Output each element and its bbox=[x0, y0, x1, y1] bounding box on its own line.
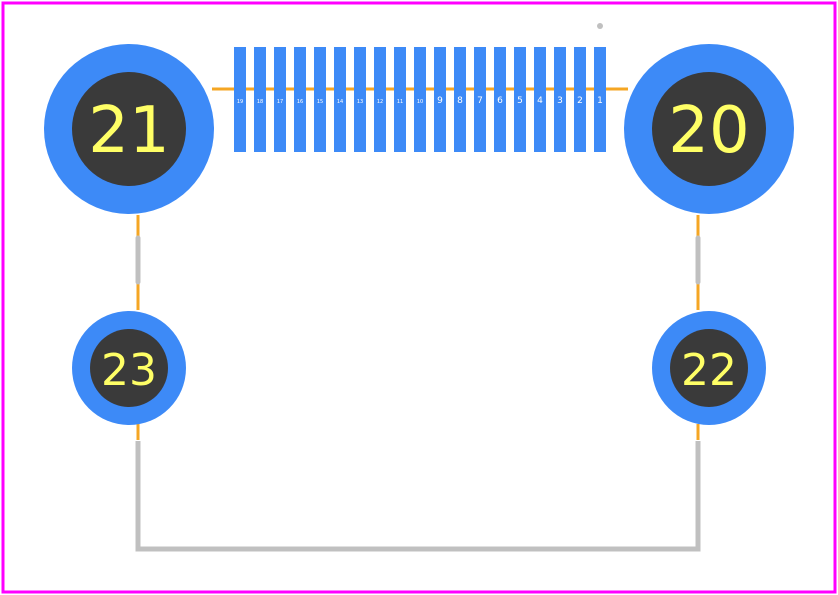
silkscreen-lines bbox=[135, 23, 701, 552]
fpc-pin-label-14: 14 bbox=[337, 99, 343, 105]
fpc-pin-label-16: 16 bbox=[297, 99, 303, 105]
fpc-pin-label-2: 2 bbox=[577, 96, 583, 106]
fpc-pin-3 bbox=[554, 47, 566, 152]
fpc-pin-label-1: 1 bbox=[597, 96, 603, 106]
mounting-pad-22: 22 bbox=[652, 311, 766, 425]
fpc-pin-label-3: 3 bbox=[557, 96, 563, 106]
fpc-pin-label-4: 4 bbox=[537, 96, 543, 106]
pad-21-label: 21 bbox=[88, 94, 169, 168]
fpc-pin-label-8: 8 bbox=[457, 96, 463, 106]
fpc-pin-label-12: 12 bbox=[377, 99, 383, 105]
fpc-pin-label-6: 6 bbox=[497, 96, 503, 106]
fpc-pin-10 bbox=[414, 47, 426, 152]
fpc-pin-17 bbox=[274, 47, 286, 152]
fpc-pin-label-17: 17 bbox=[277, 99, 283, 105]
fpc-pin-7 bbox=[474, 47, 486, 152]
fpc-pin-label-5: 5 bbox=[517, 96, 523, 106]
fpc-pin-4 bbox=[534, 47, 546, 152]
fpc-pin-label-10: 10 bbox=[417, 99, 423, 105]
pin1-marker bbox=[597, 23, 603, 29]
fpc-pin-12 bbox=[374, 47, 386, 152]
fpc-pin-label-18: 18 bbox=[257, 99, 263, 105]
fpc-pin-label-9: 9 bbox=[437, 96, 443, 106]
fpc-pin-18 bbox=[254, 47, 266, 152]
fpc-pin-label-15: 15 bbox=[317, 99, 323, 105]
pad-23-label: 23 bbox=[101, 345, 157, 396]
fpc-pin-15 bbox=[314, 47, 326, 152]
pad-20-label: 20 bbox=[668, 94, 749, 168]
fpc-pin-label-11: 11 bbox=[397, 99, 403, 105]
pad-22-label: 22 bbox=[681, 345, 737, 396]
fpc-pin-19 bbox=[234, 47, 246, 152]
pad-23-drill bbox=[90, 329, 168, 407]
fpc-pin-label-13: 13 bbox=[357, 99, 363, 105]
fpc-pin-label-19: 19 bbox=[237, 99, 243, 105]
mounting-pad-20: 20 bbox=[624, 44, 794, 214]
fpc-pin-14 bbox=[334, 47, 346, 152]
fpc-pin-6 bbox=[494, 47, 506, 152]
mounting-pad-21: 21 bbox=[44, 44, 214, 214]
silkscreen-bottom-outline bbox=[135, 441, 701, 552]
fpc-pin-8 bbox=[454, 47, 466, 152]
fpc-pin-5 bbox=[514, 47, 526, 152]
pad-20-drill bbox=[652, 72, 766, 186]
fpc-pin-16 bbox=[294, 47, 306, 152]
fpc-pin-2 bbox=[574, 47, 586, 152]
pad-22-drill bbox=[670, 329, 748, 407]
fpc-pin-label-7: 7 bbox=[477, 96, 483, 106]
fpc-pin-9 bbox=[434, 47, 446, 152]
pad-21-drill bbox=[72, 72, 186, 186]
fpc-pin-13 bbox=[354, 47, 366, 152]
mounting-pad-23: 23 bbox=[72, 311, 186, 425]
fpc-pin-row: 19 18 17 16 15 14 13 12 11 10 9 8 7 6 5 4 3 2 1 bbox=[234, 47, 606, 152]
fpc-pin-11 bbox=[394, 47, 406, 152]
fpc-pin-1 bbox=[594, 47, 606, 152]
